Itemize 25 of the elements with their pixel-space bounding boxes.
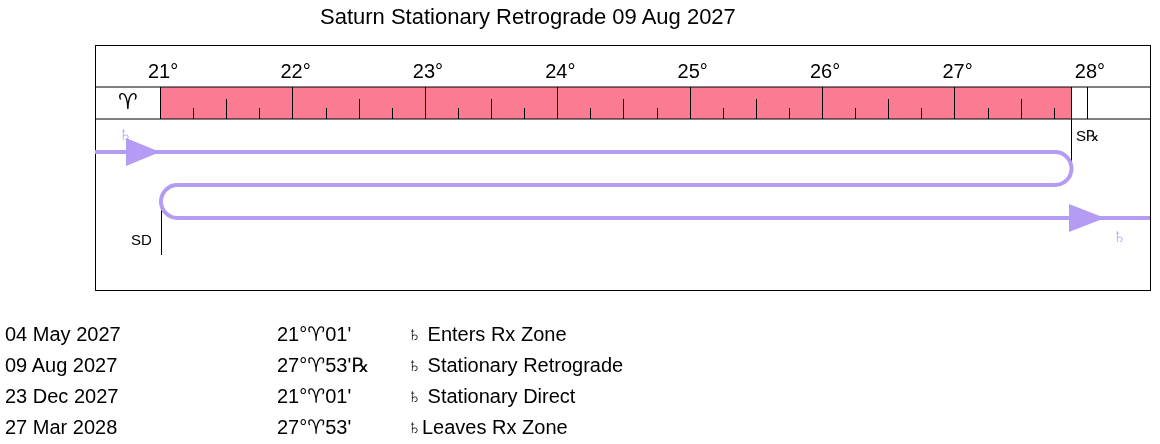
position-cell: 27°♈53'℞: [277, 355, 370, 375]
station-label: SD: [131, 232, 152, 247]
date-cell: 09 Aug 2027: [5, 355, 118, 375]
event-cell: ♄Leaves Rx Zone: [407, 417, 568, 437]
saturn-glyph: ♄: [1112, 226, 1127, 246]
degree-label: 22°: [280, 61, 311, 81]
degree-label: 25°: [677, 61, 708, 81]
event-cell: ♄ Enters Rx Zone: [407, 324, 567, 344]
date-cell: 04 May 2027: [5, 324, 121, 344]
degree-label: 21°: [148, 61, 179, 81]
degree-label: 23°: [412, 61, 444, 81]
position-cell: 21°♈01': [277, 386, 352, 406]
date-cell: 23 Dec 2027: [5, 386, 119, 406]
date-cell: 27 Mar 2028: [5, 417, 118, 437]
degree-label: 27°: [942, 61, 973, 81]
chart-title: Saturn Stationary Retrograde 09 Aug 2027: [320, 6, 736, 28]
station-label: S℞: [1076, 128, 1100, 143]
position-cell: 21°♈01': [277, 324, 352, 344]
degree-label: 26°: [810, 61, 841, 81]
degree-label: 24°: [545, 61, 576, 81]
degree-label: 28°: [1074, 61, 1106, 81]
position-cell: 27°♈53': [277, 417, 352, 437]
aries-glyph: ♈: [118, 91, 138, 113]
event-cell: ♄ Stationary Retrograde: [407, 355, 624, 375]
event-cell: ♄ Stationary Direct: [407, 386, 576, 406]
